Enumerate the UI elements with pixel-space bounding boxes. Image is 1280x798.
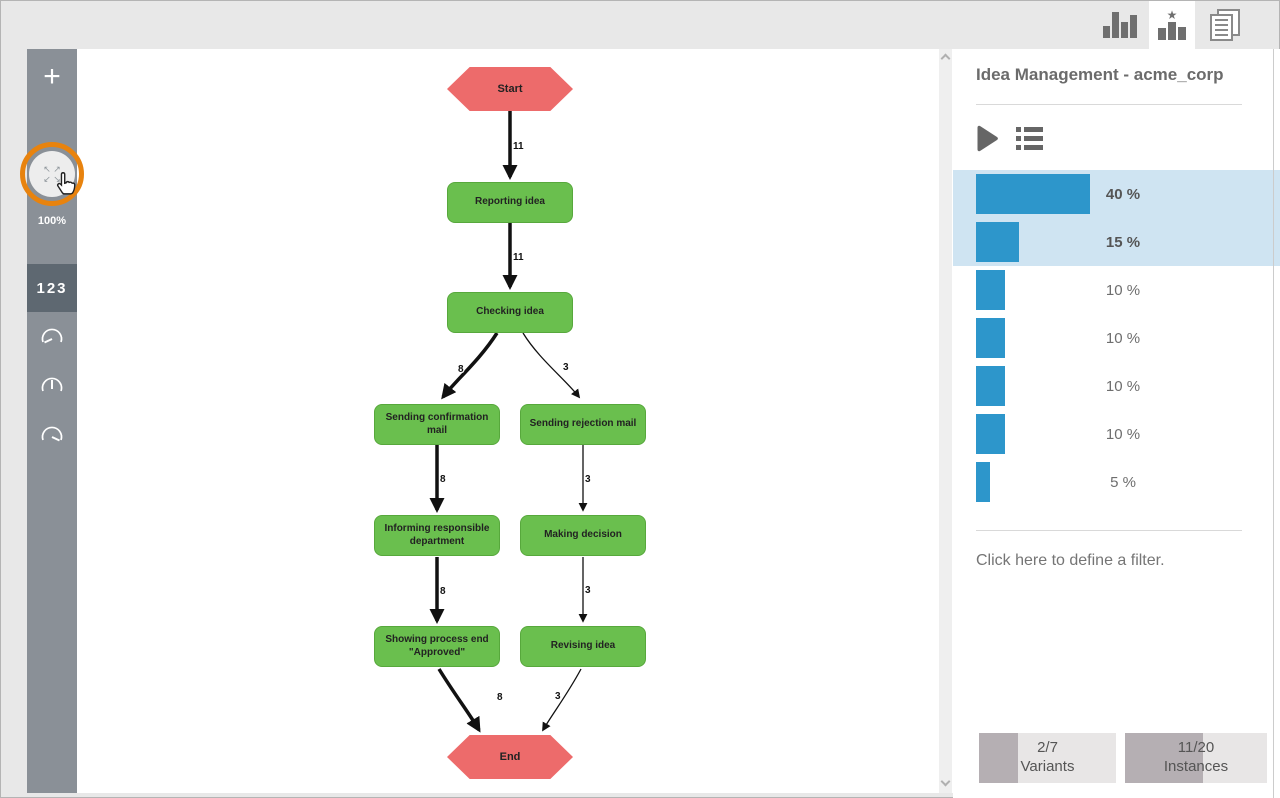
expand-arrows-icon: ↖↗↙↘ bbox=[43, 164, 61, 184]
variants-stat-value: 2/7 bbox=[1037, 739, 1058, 757]
node-reporting-idea[interactable]: Reporting idea bbox=[447, 182, 573, 223]
gauge-low-icon[interactable] bbox=[27, 321, 77, 351]
variant-row[interactable]: 10 % bbox=[953, 362, 1280, 410]
variant-bar bbox=[976, 366, 1005, 406]
fit-to-screen-button[interactable]: ↖↗↙↘ bbox=[29, 151, 75, 197]
edge-label: 11 bbox=[513, 252, 524, 263]
edge-label: 11 bbox=[513, 141, 524, 152]
instances-stat-block[interactable]: 11/20 Instances bbox=[1125, 733, 1267, 783]
panel-actions bbox=[976, 125, 1043, 152]
define-filter-link[interactable]: Click here to define a filter. bbox=[976, 552, 1165, 569]
instances-stat-fill bbox=[1125, 733, 1204, 783]
variant-row[interactable]: 10 % bbox=[953, 266, 1280, 314]
zoom-in-button[interactable]: + bbox=[43, 60, 61, 93]
scroll-down-icon[interactable] bbox=[940, 776, 951, 787]
edge-label: 3 bbox=[555, 691, 561, 702]
divider bbox=[976, 530, 1242, 531]
variant-row[interactable]: 5 % bbox=[953, 458, 1280, 506]
variant-bar bbox=[976, 222, 1019, 262]
node-checking-idea[interactable]: Checking idea bbox=[447, 292, 573, 333]
view-tabbar: ★ bbox=[1091, 1, 1254, 49]
panel-title: Idea Management - acme_corp bbox=[976, 65, 1224, 84]
gauge-high-icon[interactable] bbox=[27, 419, 77, 449]
node-informing-responsible-department[interactable]: Informing responsible department bbox=[374, 515, 500, 556]
node-showing-process-end-approved[interactable]: Showing process end "Approved" bbox=[374, 626, 500, 667]
variants-stat-fill bbox=[979, 733, 1019, 783]
play-icon[interactable] bbox=[976, 125, 999, 152]
edge-label: 8 bbox=[440, 474, 446, 485]
variant-bar bbox=[976, 318, 1005, 358]
edge-label: 3 bbox=[585, 474, 591, 485]
tab-statistics[interactable] bbox=[1091, 1, 1149, 49]
variant-percent-label: 15 % bbox=[1105, 233, 1141, 251]
edge-label: 3 bbox=[585, 585, 591, 596]
variant-percent-label: 10 % bbox=[1105, 377, 1141, 395]
variant-percent-label: 10 % bbox=[1105, 329, 1141, 347]
process-map-canvas[interactable]: 11 11 8 3 8 3 8 3 8 3 Start Reporting id… bbox=[77, 49, 953, 793]
variants-stat-block[interactable]: 2/7 Variants bbox=[979, 733, 1116, 783]
variant-bar bbox=[976, 414, 1005, 454]
bar-chart-icon bbox=[1103, 12, 1137, 38]
variant-percent-label: 5 % bbox=[1110, 473, 1136, 491]
map-toolbar: + − ↖↗↙↘ 100% 123 bbox=[20, 49, 84, 793]
zoom-level-label: 100% bbox=[37, 215, 67, 227]
node-sending-rejection-mail[interactable]: Sending rejection mail bbox=[520, 404, 646, 445]
edge-label: 8 bbox=[458, 364, 464, 375]
edge-label: 8 bbox=[497, 692, 503, 703]
node-revising-idea[interactable]: Revising idea bbox=[520, 626, 646, 667]
node-making-decision[interactable]: Making decision bbox=[520, 515, 646, 556]
node-start[interactable]: Start bbox=[447, 67, 573, 111]
gauge-mid-icon[interactable] bbox=[27, 370, 77, 400]
variant-frequency-chart: 40 % 15 % 10 % 10 % 10 % 10 % 5 % bbox=[953, 170, 1280, 506]
node-end[interactable]: End bbox=[447, 735, 573, 779]
edge-label: 8 bbox=[440, 586, 446, 597]
variant-row[interactable]: 10 % bbox=[953, 314, 1280, 362]
variant-bar bbox=[976, 462, 991, 502]
stats-row: 2/7 Variants 11/20 Instances bbox=[979, 733, 1267, 783]
node-sending-confirmation-mail[interactable]: Sending confirmation mail bbox=[374, 404, 500, 445]
divider bbox=[976, 104, 1242, 105]
variant-bar bbox=[976, 270, 1005, 310]
variant-percent-label: 10 % bbox=[1105, 425, 1141, 443]
variant-list-icon[interactable] bbox=[1016, 127, 1043, 150]
variant-row[interactable]: 40 % bbox=[953, 170, 1280, 218]
process-edges: 11 11 8 3 8 3 8 3 8 3 bbox=[429, 111, 592, 733]
scroll-up-icon[interactable] bbox=[940, 53, 951, 64]
starred-bar-chart-icon: ★ bbox=[1158, 9, 1186, 40]
instances-stat-label: Instances bbox=[1163, 758, 1229, 775]
variant-percent-label: 40 % bbox=[1105, 185, 1141, 203]
edge-label: 3 bbox=[563, 362, 569, 373]
canvas-scrollbar[interactable] bbox=[939, 49, 952, 793]
panel-right-border bbox=[1273, 49, 1274, 798]
tab-variants[interactable]: ★ bbox=[1149, 1, 1195, 49]
variants-panel: Idea Management - acme_corp 40 % 15 % 10… bbox=[953, 49, 1280, 798]
variants-stat-label: Variants bbox=[1020, 758, 1075, 775]
variant-bar bbox=[976, 174, 1090, 214]
frequency-view-button[interactable]: 123 bbox=[27, 264, 77, 312]
variant-row[interactable]: 15 % bbox=[953, 218, 1280, 266]
document-pages-icon bbox=[1209, 9, 1240, 41]
tab-cases[interactable] bbox=[1195, 1, 1254, 49]
variant-row[interactable]: 10 % bbox=[953, 410, 1280, 458]
variant-percent-label: 10 % bbox=[1105, 281, 1141, 299]
instances-stat-value: 11/20 bbox=[1177, 739, 1215, 757]
